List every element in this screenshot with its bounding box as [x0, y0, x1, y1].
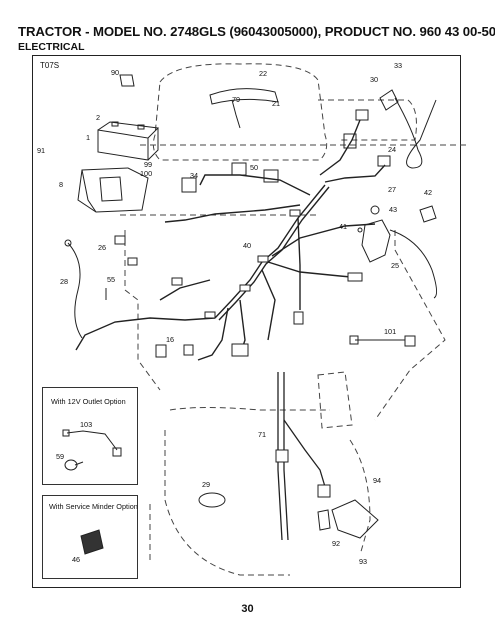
option-label-12v: With 12V Outlet Option — [51, 397, 126, 406]
callout-33: 33 — [394, 61, 403, 70]
callout-21: 21 — [272, 99, 281, 108]
page-title: TRACTOR - MODEL NO. 2748GLS (96043005000… — [18, 24, 495, 39]
diagram-frame — [32, 55, 461, 588]
callout-99: 99 — [144, 160, 153, 169]
battery-tray-drawing — [77, 167, 149, 213]
callout-28: 28 — [60, 277, 69, 286]
page-number: 30 — [241, 603, 254, 615]
callout-24: 24 — [388, 145, 397, 154]
outlet-harness-drawing — [62, 429, 122, 471]
callout-1: 1 — [86, 133, 91, 142]
callout-55: 55 — [107, 275, 116, 284]
callout-16: 16 — [166, 335, 175, 344]
callout-46: 46 — [72, 555, 81, 564]
callout-91: 91 — [37, 146, 46, 155]
option-label-service-minder: With Service Minder Option — [49, 502, 138, 511]
callout-92: 92 — [332, 539, 341, 548]
callout-90: 90 — [111, 68, 120, 77]
callout-79: 79 — [232, 95, 241, 104]
battery-drawing — [97, 121, 160, 161]
callout-40: 40 — [243, 241, 252, 250]
callout-26: 26 — [98, 243, 107, 252]
callout-41: 41 — [339, 222, 348, 231]
option-box-12v-outlet: With 12V Outlet Option — [42, 387, 138, 485]
callout-25: 25 — [391, 261, 400, 270]
callout-29: 29 — [202, 480, 211, 489]
callout-101: 101 — [384, 327, 397, 336]
callout-59: 59 — [56, 452, 65, 461]
callout-42: 42 — [424, 188, 433, 197]
callout-71: 71 — [258, 430, 267, 439]
callout-2: 2 — [96, 113, 101, 122]
callout-50: 50 — [250, 163, 259, 172]
option-box-service-minder: With Service Minder Option — [42, 495, 138, 579]
callout-103: 103 — [80, 420, 93, 429]
callout-22: 22 — [259, 69, 268, 78]
callout-30: 30 — [370, 75, 379, 84]
callout-27: 27 — [388, 185, 397, 194]
callout-100: 100 — [140, 169, 153, 178]
callout-34: 34 — [190, 171, 199, 180]
tractor-outline — [120, 63, 470, 576]
callout-8: 8 — [59, 180, 64, 189]
section-subtitle: ELECTRICAL — [18, 41, 85, 53]
service-minder-drawing — [80, 529, 104, 555]
callout-43: 43 — [389, 205, 398, 214]
callout-93: 93 — [359, 557, 368, 566]
diagram-code: T07S — [40, 61, 60, 70]
callout-94: 94 — [373, 476, 382, 485]
